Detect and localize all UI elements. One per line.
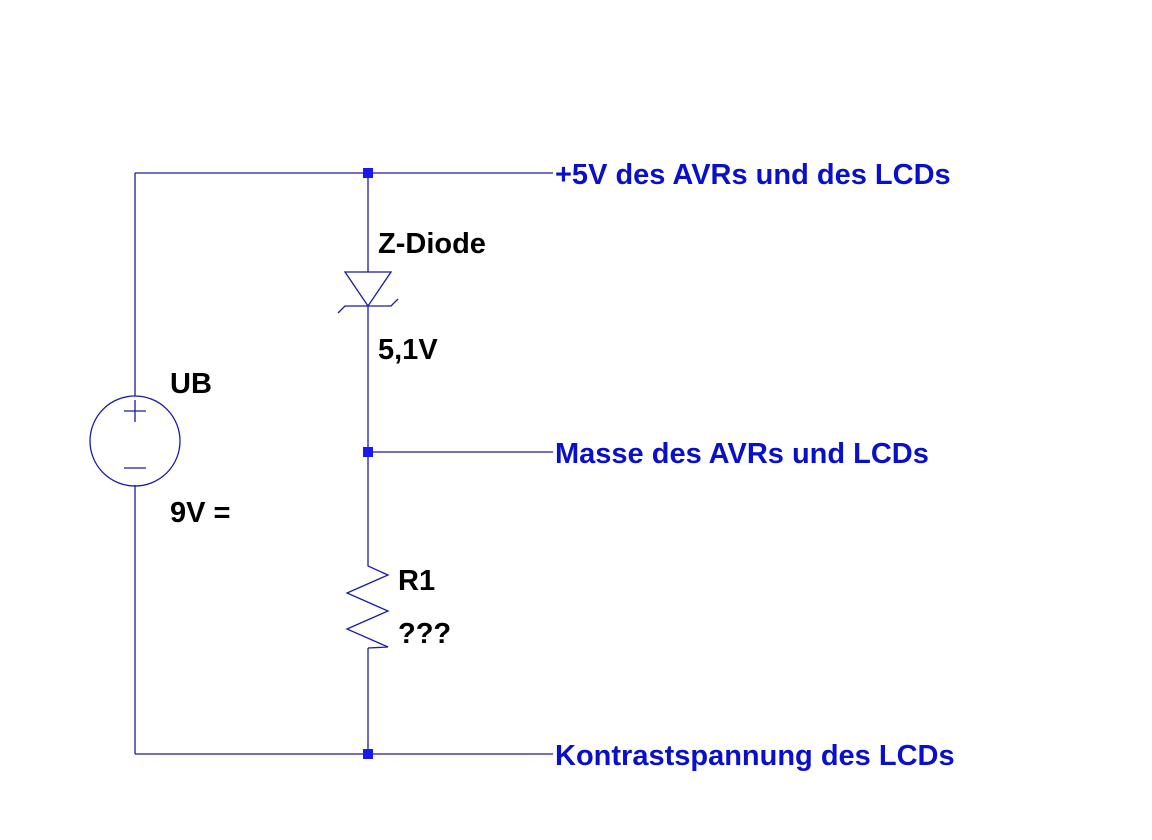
resistor-symbol: [345, 560, 390, 649]
net-label-top: +5V des AVRs und des LCDs: [555, 159, 951, 191]
net-label-middle: Masse des AVRs und LCDs: [555, 438, 929, 470]
voltage-source-value: 9V =: [170, 497, 230, 529]
voltage-source-name: UB: [170, 368, 212, 400]
junction-top: [363, 168, 373, 178]
resistor-value: ???: [398, 618, 451, 650]
zener-diode-name: Z-Diode: [378, 228, 486, 260]
net-label-bottom: Kontrastspannung des LCDs: [555, 740, 955, 772]
resistor-name: R1: [398, 565, 435, 597]
voltage-source-symbol: [89, 395, 181, 487]
junction-middle: [363, 447, 373, 457]
zener-diode-value: 5,1V: [378, 334, 438, 366]
zener-diode-symbol: [337, 271, 399, 314]
junction-bottom: [363, 749, 373, 759]
